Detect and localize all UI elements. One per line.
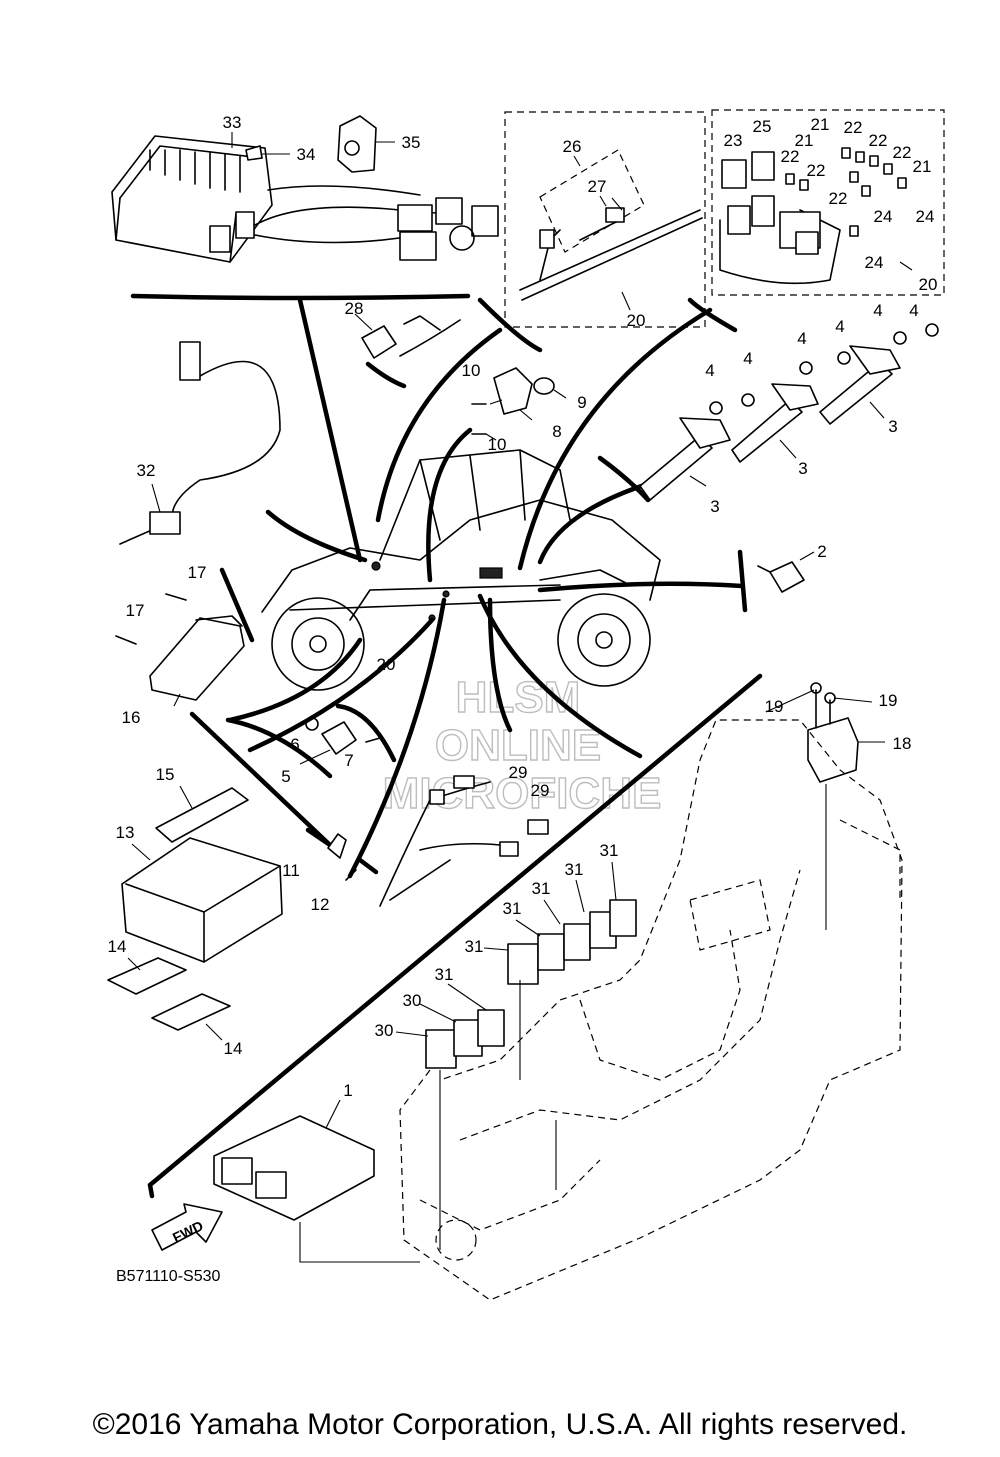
callout-14b: 14 xyxy=(224,1039,243,1058)
callout-leaders xyxy=(127,132,913,1041)
watermark-line-3: MICROFICHE xyxy=(383,769,662,818)
callout-32: 32 xyxy=(137,461,156,480)
callout-31e: 31 xyxy=(465,937,484,956)
callout-21c: 21 xyxy=(913,157,932,176)
callout-26: 26 xyxy=(563,137,582,156)
callout-2: 2 xyxy=(817,542,826,561)
callout-29b: 29 xyxy=(531,781,550,800)
callout-8: 8 xyxy=(552,422,561,441)
parts-8-9-10-sensor xyxy=(471,367,567,441)
electrical-tray-frame xyxy=(399,719,903,1301)
callout-20-fuse: 20 xyxy=(919,275,938,294)
callout-21b: 21 xyxy=(795,131,814,150)
callout-numbers: 33 34 35 26 27 20 23 25 21 22 21 22 22 2… xyxy=(108,113,938,1100)
part-13-cover xyxy=(121,837,283,963)
watermark-line-2: ONLINE xyxy=(435,721,601,770)
callout-4b: 4 xyxy=(743,349,752,368)
callout-4f: 4 xyxy=(909,301,918,320)
part-16-17-module xyxy=(115,593,245,707)
callout-34: 34 xyxy=(297,145,316,164)
callout-4e: 4 xyxy=(873,301,882,320)
callout-22d: 22 xyxy=(893,143,912,162)
callout-33: 33 xyxy=(223,113,242,132)
callout-35: 35 xyxy=(402,133,421,152)
parts-30-31-relays xyxy=(425,899,637,1069)
callout-17b: 17 xyxy=(126,601,145,620)
part-2-switch xyxy=(757,551,815,593)
callout-31c: 31 xyxy=(532,879,551,898)
callout-31f: 31 xyxy=(435,965,454,984)
forward-arrow: FWD xyxy=(151,1203,223,1251)
callout-10b: 10 xyxy=(488,435,507,454)
diagram-code: B571110-S530 xyxy=(116,1268,221,1285)
parts-21-25-fuses-relays xyxy=(719,147,907,285)
part-29-harness xyxy=(379,775,549,907)
copyright-notice: ©2016 Yamaha Motor Corporation, U.S.A. A… xyxy=(92,1408,908,1441)
callout-28: 28 xyxy=(345,299,364,318)
callout-24a: 24 xyxy=(874,207,893,226)
callout-11: 11 xyxy=(282,861,300,880)
callout-13: 13 xyxy=(116,823,135,842)
watermark: HLSM ONLINE MICROFICHE xyxy=(382,672,662,818)
callout-18: 18 xyxy=(893,734,912,753)
dashed-groups xyxy=(504,109,945,328)
callout-3b: 3 xyxy=(798,459,807,478)
part-1-ecu xyxy=(213,1099,420,1263)
watermark-line-1: HLSM xyxy=(456,673,581,722)
part-33-control-unit xyxy=(111,135,499,263)
callout-22e: 22 xyxy=(807,161,826,180)
callout-3c: 3 xyxy=(888,417,897,436)
callout-27: 27 xyxy=(588,177,607,196)
callout-31a: 31 xyxy=(600,841,619,860)
callout-30a: 30 xyxy=(403,991,422,1010)
part-14-pads xyxy=(107,957,231,1031)
group-brackets xyxy=(130,293,763,1199)
callout-14a: 14 xyxy=(108,937,127,956)
callout-30b: 30 xyxy=(375,1021,394,1040)
callout-5: 5 xyxy=(281,767,290,786)
parts-5-6-7-sensor xyxy=(299,717,381,765)
callout-29a: 29 xyxy=(509,763,528,782)
callout-10a: 10 xyxy=(462,361,481,380)
callout-22c: 22 xyxy=(781,147,800,166)
part-35-block xyxy=(337,115,395,173)
callout-19b: 19 xyxy=(879,691,898,710)
callout-22b: 22 xyxy=(869,131,888,150)
callout-7: 7 xyxy=(344,751,353,770)
callout-15: 15 xyxy=(156,765,175,784)
callout-4d: 4 xyxy=(835,317,844,336)
callout-12: 12 xyxy=(311,895,330,914)
callout-25: 25 xyxy=(753,117,772,136)
callout-17a: 17 xyxy=(188,563,207,582)
callout-4a: 4 xyxy=(705,361,714,380)
callout-9: 9 xyxy=(577,393,586,412)
callout-20-mid: 20 xyxy=(377,655,396,674)
parts-3-4-ignition-coils xyxy=(639,323,939,501)
callout-6: 6 xyxy=(290,735,299,754)
part-28-connector xyxy=(354,313,461,359)
part-34-bolt xyxy=(245,145,290,161)
callout-24c: 24 xyxy=(865,253,884,272)
part-32-sensor xyxy=(119,341,281,545)
callout-1: 1 xyxy=(343,1081,352,1100)
callout-19a: 19 xyxy=(765,697,784,716)
callout-21a: 21 xyxy=(811,115,830,134)
callout-23: 23 xyxy=(724,131,743,150)
callout-31d: 31 xyxy=(503,899,522,918)
callout-31b: 31 xyxy=(565,860,584,879)
callout-4c: 4 xyxy=(797,329,806,348)
callout-16: 16 xyxy=(122,708,141,727)
part-18-19-relay xyxy=(807,682,885,930)
vehicle-illustration xyxy=(261,449,661,691)
callout-24b: 24 xyxy=(916,207,935,226)
part-26-27-sub-harness xyxy=(519,197,703,301)
callout-22a: 22 xyxy=(844,118,863,137)
parts-11-12-plug xyxy=(327,833,357,881)
callout-20-top: 20 xyxy=(627,311,646,330)
part-15-strap xyxy=(155,785,249,843)
callout-22f: 22 xyxy=(829,189,848,208)
callout-3a: 3 xyxy=(710,497,719,516)
